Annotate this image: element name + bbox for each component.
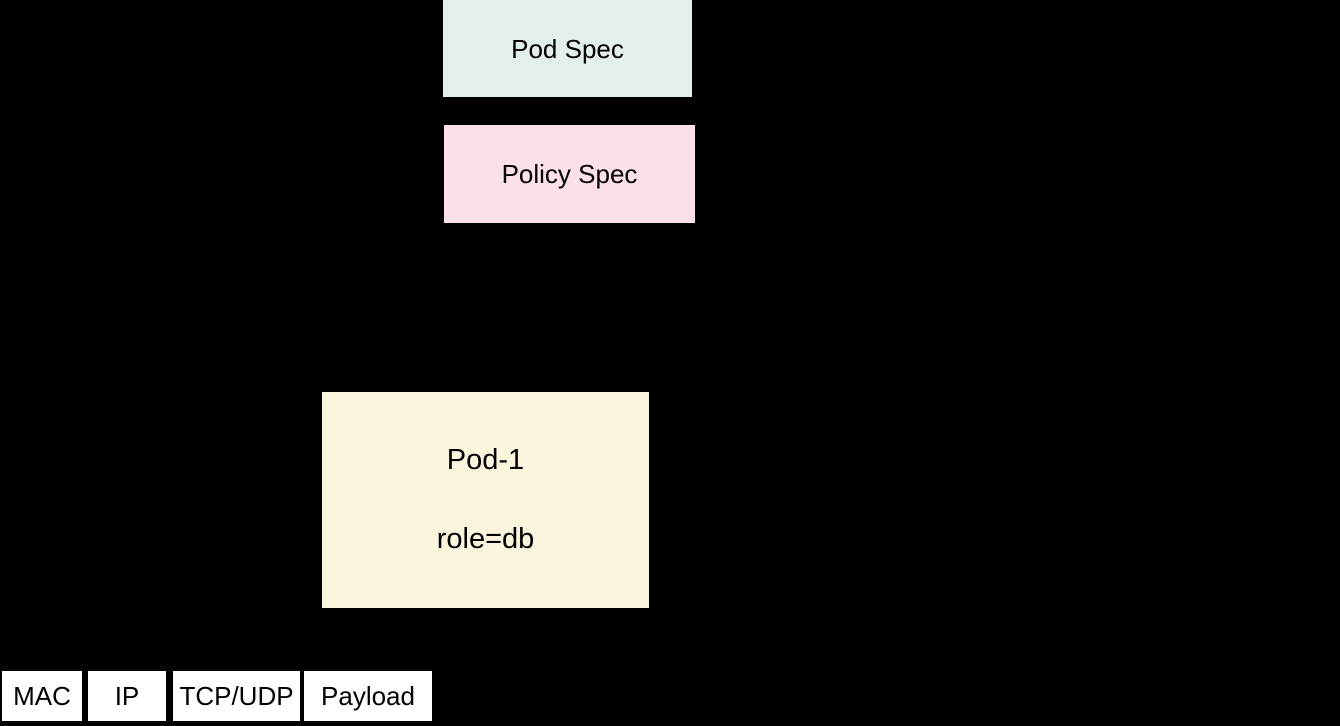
packet-field-payload: Payload (304, 671, 432, 721)
pod1-title: Pod-1 (446, 444, 525, 476)
policy-spec-label: Policy Spec (501, 159, 638, 189)
packet-field-mac-label: MAC (13, 681, 71, 711)
packet-field-payload-label: Payload (321, 681, 415, 711)
packet-field-ip: IP (88, 671, 166, 721)
pod1-node: Pod-1 role=db (322, 392, 649, 608)
packet-field-mac: MAC (2, 671, 82, 721)
pod1-role-label: role=db (436, 523, 535, 555)
pod-spec-label: Pod Spec (511, 33, 624, 64)
policy-spec-node: Policy Spec (444, 125, 695, 223)
packet-field-tcpudp-label: TCP/UDP (179, 681, 294, 711)
packet-field-tcpudp: TCP/UDP (173, 671, 300, 721)
packet-field-ip-label: IP (114, 681, 140, 711)
pod-spec-node: Pod Spec (443, 0, 692, 97)
